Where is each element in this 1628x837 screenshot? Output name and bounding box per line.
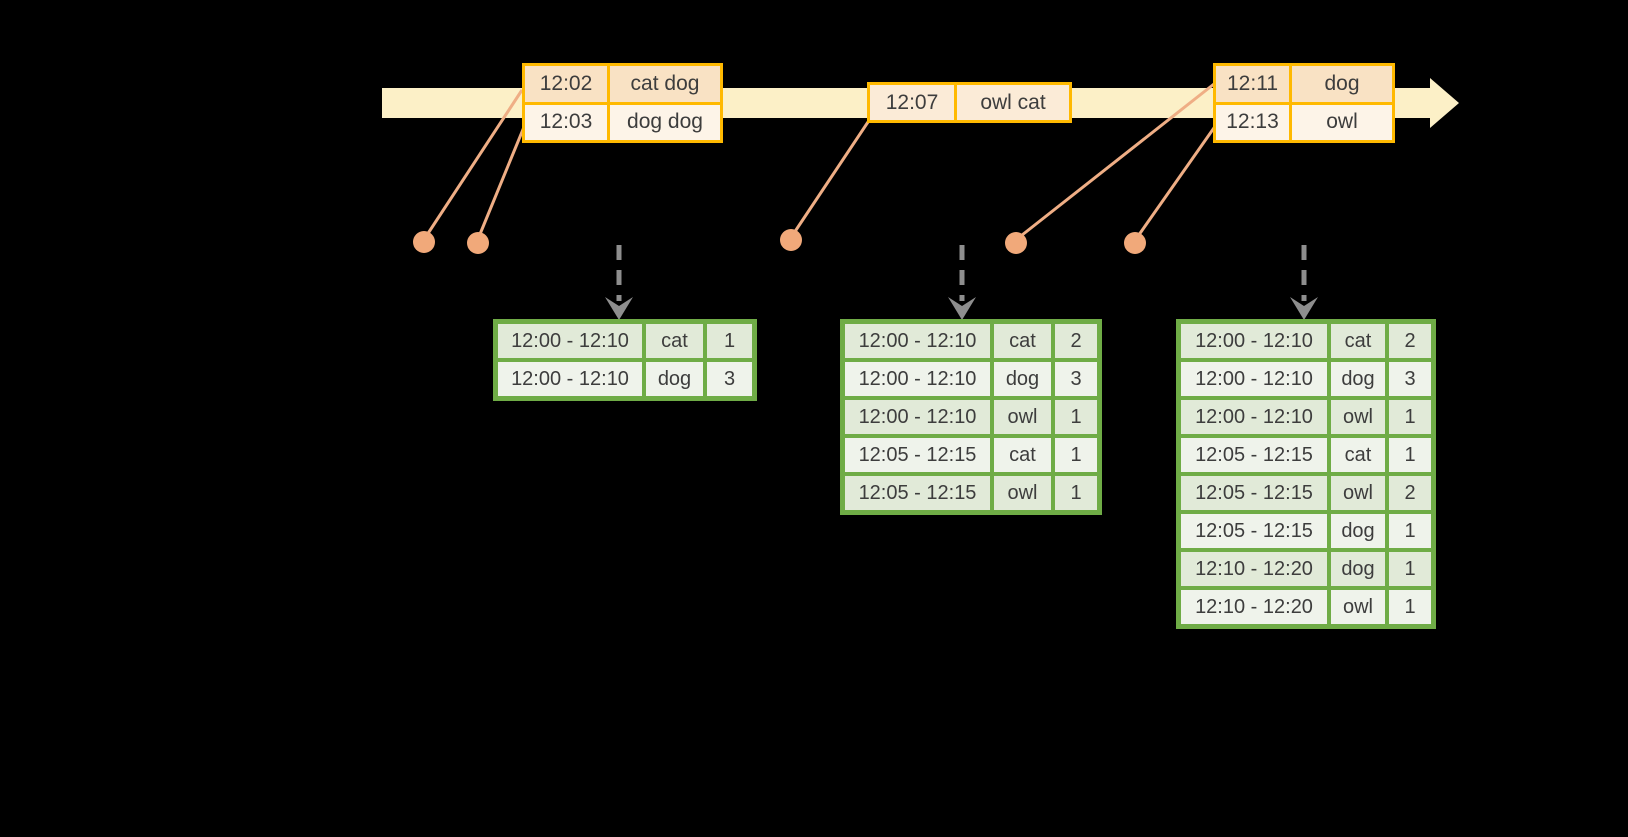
- event-time-dot-icon: [1005, 232, 1027, 254]
- word-cell: cat: [1331, 438, 1385, 472]
- word-cell: cat: [1331, 324, 1385, 358]
- word-cell: owl: [1331, 590, 1385, 624]
- count-cell: 1: [1389, 400, 1431, 434]
- window-cell: 12:00 - 12:10: [845, 400, 990, 434]
- event-words: owl cat: [957, 85, 1069, 120]
- event-connector-line: [423, 89, 524, 239]
- count-cell: 2: [1389, 324, 1431, 358]
- word-cell: dog: [1331, 514, 1385, 548]
- trigger-arrowhead-icon: [948, 297, 976, 320]
- event-box-1207: 12:07 owl cat: [867, 82, 1072, 123]
- word-cell: cat: [994, 324, 1051, 358]
- event-connector-line: [1016, 82, 1215, 241]
- event-time-dot-icon: [780, 229, 802, 251]
- window-cell: 12:00 - 12:10: [1181, 400, 1327, 434]
- count-cell: 1: [1389, 590, 1431, 624]
- count-cell: 1: [707, 324, 752, 358]
- window-cell: 12:00 - 12:10: [845, 324, 990, 358]
- count-cell: 2: [1055, 324, 1097, 358]
- event-connector-line: [1134, 124, 1218, 240]
- word-cell: dog: [1331, 552, 1385, 586]
- word-cell: owl: [994, 476, 1051, 510]
- event-connector-line: [476, 126, 526, 240]
- count-cell: 1: [1389, 514, 1431, 548]
- event-words: dog dog: [610, 104, 720, 140]
- event-time: 12:11: [1216, 66, 1289, 102]
- event-time: 12:13: [1216, 104, 1289, 140]
- event-time: 12:03: [525, 104, 607, 140]
- event-time-dot-icon: [1124, 232, 1146, 254]
- window-cell: 12:05 - 12:15: [1181, 438, 1327, 472]
- result-table-2: 12:00 - 12:10 cat 2 12:00 - 12:10 dog 3 …: [840, 319, 1102, 515]
- event-words: dog: [1292, 66, 1392, 102]
- window-cell: 12:00 - 12:10: [498, 362, 642, 396]
- count-cell: 3: [1389, 362, 1431, 396]
- event-words: cat dog: [610, 66, 720, 102]
- event-words: owl: [1292, 104, 1392, 140]
- result-table-1: 12:00 - 12:10 cat 1 12:00 - 12:10 dog 3: [493, 319, 757, 401]
- count-cell: 2: [1389, 476, 1431, 510]
- count-cell: 3: [707, 362, 752, 396]
- event-box-1211-1213: 12:11 dog 12:13 owl: [1213, 63, 1395, 143]
- word-cell: dog: [646, 362, 703, 396]
- window-cell: 12:10 - 12:20: [1181, 590, 1327, 624]
- word-cell: dog: [994, 362, 1051, 396]
- count-cell: 3: [1055, 362, 1097, 396]
- count-cell: 1: [1389, 438, 1431, 472]
- word-cell: owl: [1331, 476, 1385, 510]
- count-cell: 1: [1055, 476, 1097, 510]
- result-table-3: 12:00 - 12:10 cat 2 12:00 - 12:10 dog 3 …: [1176, 319, 1436, 629]
- event-box-1202-1203: 12:02 cat dog 12:03 dog dog: [522, 63, 723, 143]
- window-cell: 12:05 - 12:15: [1181, 476, 1327, 510]
- event-time-dot-icon: [467, 232, 489, 254]
- word-cell: owl: [994, 400, 1051, 434]
- window-cell: 12:05 - 12:15: [1181, 514, 1327, 548]
- trigger-arrowhead-icon: [1290, 297, 1318, 320]
- count-cell: 1: [1389, 552, 1431, 586]
- word-cell: owl: [1331, 400, 1385, 434]
- window-cell: 12:00 - 12:10: [1181, 362, 1327, 396]
- window-cell: 12:05 - 12:15: [845, 476, 990, 510]
- word-cell: cat: [994, 438, 1051, 472]
- word-cell: cat: [646, 324, 703, 358]
- event-time: 12:07: [870, 85, 954, 120]
- count-cell: 1: [1055, 400, 1097, 434]
- window-cell: 12:00 - 12:10: [845, 362, 990, 396]
- count-cell: 1: [1055, 438, 1097, 472]
- event-connector-line: [790, 121, 870, 237]
- window-cell: 12:05 - 12:15: [845, 438, 990, 472]
- timeline-arrowhead-icon: [1430, 78, 1459, 128]
- event-time: 12:02: [525, 66, 607, 102]
- window-cell: 12:00 - 12:10: [1181, 324, 1327, 358]
- word-cell: dog: [1331, 362, 1385, 396]
- window-cell: 12:10 - 12:20: [1181, 552, 1327, 586]
- window-cell: 12:00 - 12:10: [498, 324, 642, 358]
- event-time-dot-icon: [413, 231, 435, 253]
- trigger-arrowhead-icon: [605, 297, 633, 320]
